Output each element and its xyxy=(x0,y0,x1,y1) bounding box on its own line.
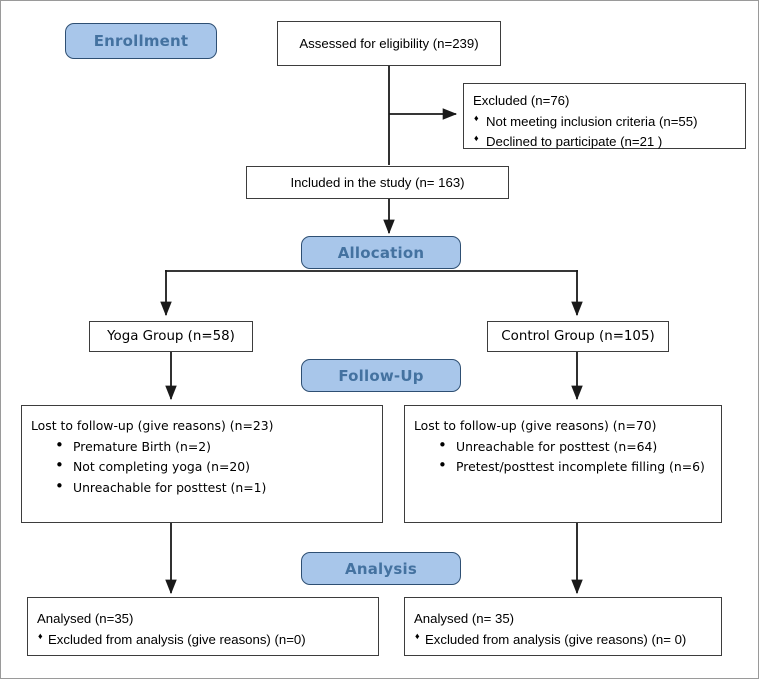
node-yoga-lost-title: Lost to follow-up (give reasons) (n=23) xyxy=(31,418,274,433)
node-excluded-reason: Declined to participate (n=21 ) xyxy=(473,132,736,151)
node-assessed-for-eligibility: Assessed for eligibility (n=239) xyxy=(277,21,501,66)
stage-pill-analysis: Analysis xyxy=(301,552,461,585)
stage-label-enrollment: Enrollment xyxy=(93,32,189,50)
stage-pill-followup: Follow-Up xyxy=(301,359,461,392)
node-yoga-lost-reason: Unreachable for posttest (n=1) xyxy=(31,478,373,497)
node-control-analysed: Analysed (n= 35) Excluded from analysis … xyxy=(404,597,722,656)
node-excluded-reason: Not meeting inclusion criteria (n=55) xyxy=(473,112,736,131)
node-yoga-analysed-reasons: Excluded from analysis (give reasons) (n… xyxy=(37,630,369,649)
node-control-lost-reasons: Unreachable for posttest (n=64) Pretest/… xyxy=(414,437,712,476)
node-control-lost-reason: Unreachable for posttest (n=64) xyxy=(414,437,712,456)
node-yoga-lost-reason: Premature Birth (n=2) xyxy=(31,437,373,456)
node-yoga-group: Yoga Group (n=58) xyxy=(89,321,253,352)
node-yoga-lost-to-followup: Lost to follow-up (give reasons) (n=23) … xyxy=(21,405,383,523)
node-excluded: Excluded (n=76) Not meeting inclusion cr… xyxy=(463,83,746,149)
node-excluded-title: Excluded (n=76) xyxy=(473,93,570,108)
node-yoga-lost-reasons: Premature Birth (n=2) Not completing yog… xyxy=(31,437,373,497)
stage-pill-enrollment: Enrollment xyxy=(65,23,217,59)
node-control-lost-reason: Pretest/posttest incomplete filling (n=6… xyxy=(414,457,712,476)
node-control-analysed-title: Analysed (n= 35) xyxy=(414,611,515,626)
stage-label-allocation: Allocation xyxy=(337,243,425,262)
node-control-analysed-excluded: Excluded from analysis (give reasons) (n… xyxy=(414,630,712,649)
node-control-lost-title: Lost to follow-up (give reasons) (n=70) xyxy=(414,418,657,433)
node-excluded-reasons: Not meeting inclusion criteria (n=55) De… xyxy=(473,112,736,151)
node-included-text: Included in the study (n= 163) xyxy=(290,174,465,190)
node-control-group-text: Control Group (n=105) xyxy=(501,328,655,344)
node-assessed-text: Assessed for eligibility (n=239) xyxy=(299,35,479,51)
node-yoga-analysed-title: Analysed (n=35) xyxy=(37,611,134,626)
node-control-group: Control Group (n=105) xyxy=(487,321,669,352)
stage-label-analysis: Analysis xyxy=(345,559,417,578)
node-included-in-study: Included in the study (n= 163) xyxy=(246,166,509,199)
node-control-analysed-reasons: Excluded from analysis (give reasons) (n… xyxy=(414,630,712,649)
stage-label-followup: Follow-Up xyxy=(338,366,424,385)
node-yoga-analysed: Analysed (n=35) Excluded from analysis (… xyxy=(27,597,379,656)
node-control-lost-to-followup: Lost to follow-up (give reasons) (n=70) … xyxy=(404,405,722,523)
node-yoga-group-text: Yoga Group (n=58) xyxy=(107,328,235,344)
stage-pill-allocation: Allocation xyxy=(301,236,461,269)
node-yoga-lost-reason: Not completing yoga (n=20) xyxy=(31,457,373,476)
node-yoga-analysed-excluded: Excluded from analysis (give reasons) (n… xyxy=(37,630,369,649)
